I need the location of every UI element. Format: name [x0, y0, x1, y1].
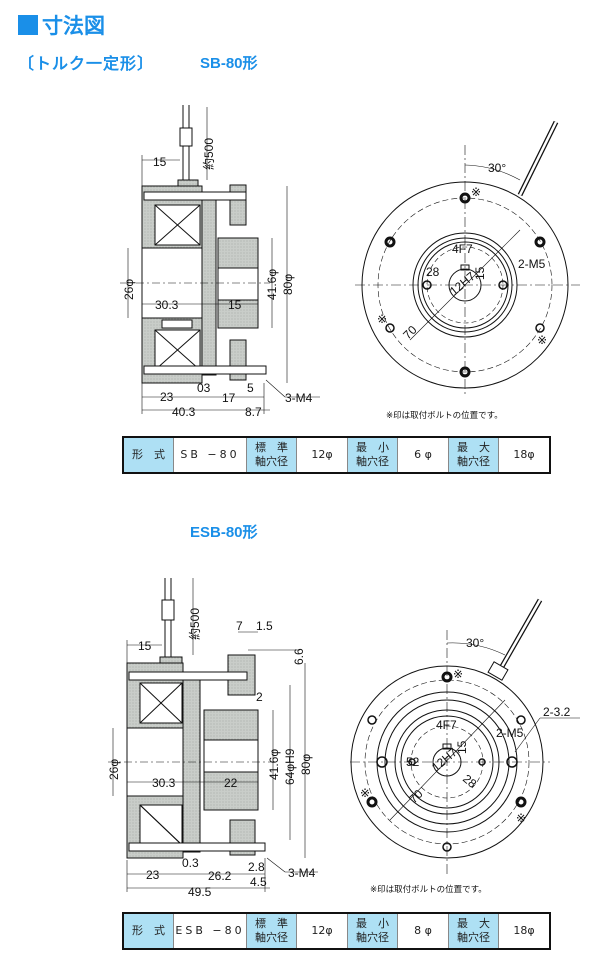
label-line: 軸穴径: [255, 931, 288, 944]
dim-label: 22: [224, 776, 238, 790]
min-bore-value: 6 φ: [397, 437, 449, 473]
model-value: SB −80: [173, 437, 247, 473]
label-line: 軸穴径: [255, 455, 288, 468]
dim-label: 15: [455, 740, 469, 754]
dim-label: 1.5: [256, 619, 273, 633]
title-square-icon: [18, 15, 38, 35]
label-line: 最 大: [457, 917, 490, 930]
label-line: 標 準: [255, 917, 288, 930]
dim-label: 3-M4: [288, 866, 316, 880]
dim-label: 4.5: [250, 875, 267, 889]
label-line: 軸穴径: [457, 455, 490, 468]
sb80-spec-table: 形 式 SB −80 標 準軸穴径 12φ 最 小軸穴径 6 φ 最 大軸穴径 …: [122, 436, 551, 474]
dim-label: 15: [153, 155, 167, 169]
dim-label: 約500: [187, 608, 202, 640]
label-line: 軸穴径: [356, 455, 389, 468]
sb80-front-view: [355, 120, 580, 395]
std-bore-label: 標 準軸穴径: [246, 437, 297, 473]
dim-label: 2: [256, 690, 263, 704]
label-line: 最 小: [356, 441, 389, 454]
label-line: 最 小: [356, 917, 389, 930]
mark-icon: ※: [516, 811, 526, 825]
dim-label: 2-3.2: [543, 705, 571, 719]
min-bore-value: 8 φ: [397, 913, 449, 949]
subtitle: 〔トルク一定形〕: [18, 54, 155, 73]
dim-label: 5: [247, 381, 254, 395]
sb80-side-dimensions: [127, 107, 320, 414]
dim-label: 15: [228, 298, 242, 312]
dim-label: 7: [236, 619, 243, 633]
dim-label: 26.2: [208, 869, 232, 883]
std-bore-value: 12φ: [296, 913, 348, 949]
dim-label: 3-M4: [285, 391, 313, 405]
esb80-side-view: [108, 578, 275, 859]
max-bore-label: 最 大軸穴径: [448, 437, 499, 473]
dim-label: 4F7: [436, 718, 457, 732]
dim-label: 03: [197, 381, 211, 395]
mark-icon: ※: [377, 312, 387, 326]
dim-label: 17: [222, 391, 236, 405]
dim-label: 15: [138, 639, 152, 653]
table-row: 形 式 SB −80 標 準軸穴径 12φ 最 小軸穴径 6 φ 最 大軸穴径 …: [123, 437, 551, 473]
max-bore-label: 最 大軸穴径: [448, 913, 499, 949]
dim-label: 30.3: [152, 776, 176, 790]
page-title: 寸法図: [18, 10, 105, 40]
sb80-side-labels: 15 約500 26φ 30.3 15 41.6φ 80φ 23 03 17 5…: [122, 138, 313, 419]
mark-icon: ※: [360, 786, 370, 800]
model-label: 形 式: [123, 913, 174, 949]
dim-label: 0.3: [182, 856, 199, 870]
esb80-side-dimensions: [112, 578, 318, 892]
dim-label: 30.3: [155, 298, 179, 312]
label-line: 軸穴径: [457, 931, 490, 944]
dim-label: 2-M5: [496, 726, 524, 740]
dim-label: 49.5: [188, 885, 212, 899]
esb80-front-view: [350, 598, 580, 875]
model-label: 形 式: [123, 437, 174, 473]
mark-icon: ※: [471, 185, 481, 199]
model-value: ESB −80: [173, 913, 247, 949]
table-row: 形 式 ESB −80 標 準軸穴径 12φ 最 小軸穴径 8 φ 最 大軸穴径…: [123, 913, 551, 949]
dim-label: 約500: [201, 138, 216, 170]
dim-label: 41.6φ: [267, 749, 281, 780]
mark-icon: ※: [453, 667, 463, 681]
dim-label: 2.8: [248, 860, 265, 874]
dim-label: 30°: [466, 636, 484, 650]
dim-label: 6.6: [292, 648, 306, 665]
title-text: 寸法図: [42, 14, 105, 38]
dim-label: 30°: [488, 161, 506, 175]
dim-label: 23: [146, 868, 160, 882]
dim-label: 2-M5: [518, 257, 546, 271]
dim-label: 8.7: [245, 405, 262, 419]
esb80-side-labels: 15 約500 7 1.5 6.6 2 26φ 30.3 22 41.6φ 64…: [107, 608, 316, 899]
dim-label: 64φH9: [283, 748, 297, 785]
label-line: 軸穴径: [356, 931, 389, 944]
dim-label: 23: [160, 390, 174, 404]
label-line: 標 準: [255, 441, 288, 454]
dim-label: 26φ: [122, 279, 136, 300]
dim-label: 52: [406, 755, 420, 769]
dim-label: 80φ: [299, 754, 313, 775]
sb80-side-view: [120, 105, 270, 384]
esb80-model-title: ESB-80形: [190, 524, 258, 541]
dim-label: 26φ: [107, 759, 121, 780]
std-bore-label: 標 準軸穴径: [246, 913, 297, 949]
dim-label: 15: [473, 266, 487, 280]
dim-label: 40.3: [172, 405, 196, 419]
dim-label: 41.6φ: [265, 269, 279, 300]
min-bore-label: 最 小軸穴径: [347, 437, 398, 473]
mounting-note: ※印は取付ボルトの位置です。: [386, 410, 503, 421]
dim-label: 4F7: [452, 242, 473, 256]
sb80-model-title: SB-80形: [200, 55, 258, 72]
dim-label: 80φ: [281, 274, 295, 295]
min-bore-label: 最 小軸穴径: [347, 913, 398, 949]
max-bore-value: 18φ: [498, 913, 551, 949]
esb80-spec-table: 形 式 ESB −80 標 準軸穴径 12φ 最 小軸穴径 8 φ 最 大軸穴径…: [122, 912, 551, 950]
max-bore-value: 18φ: [498, 437, 551, 473]
std-bore-value: 12φ: [296, 437, 348, 473]
label-line: 最 大: [457, 441, 490, 454]
mark-icon: ※: [537, 333, 547, 347]
dim-label: 28: [426, 265, 440, 279]
mounting-note: ※印は取付ボルトの位置です。: [370, 884, 487, 895]
